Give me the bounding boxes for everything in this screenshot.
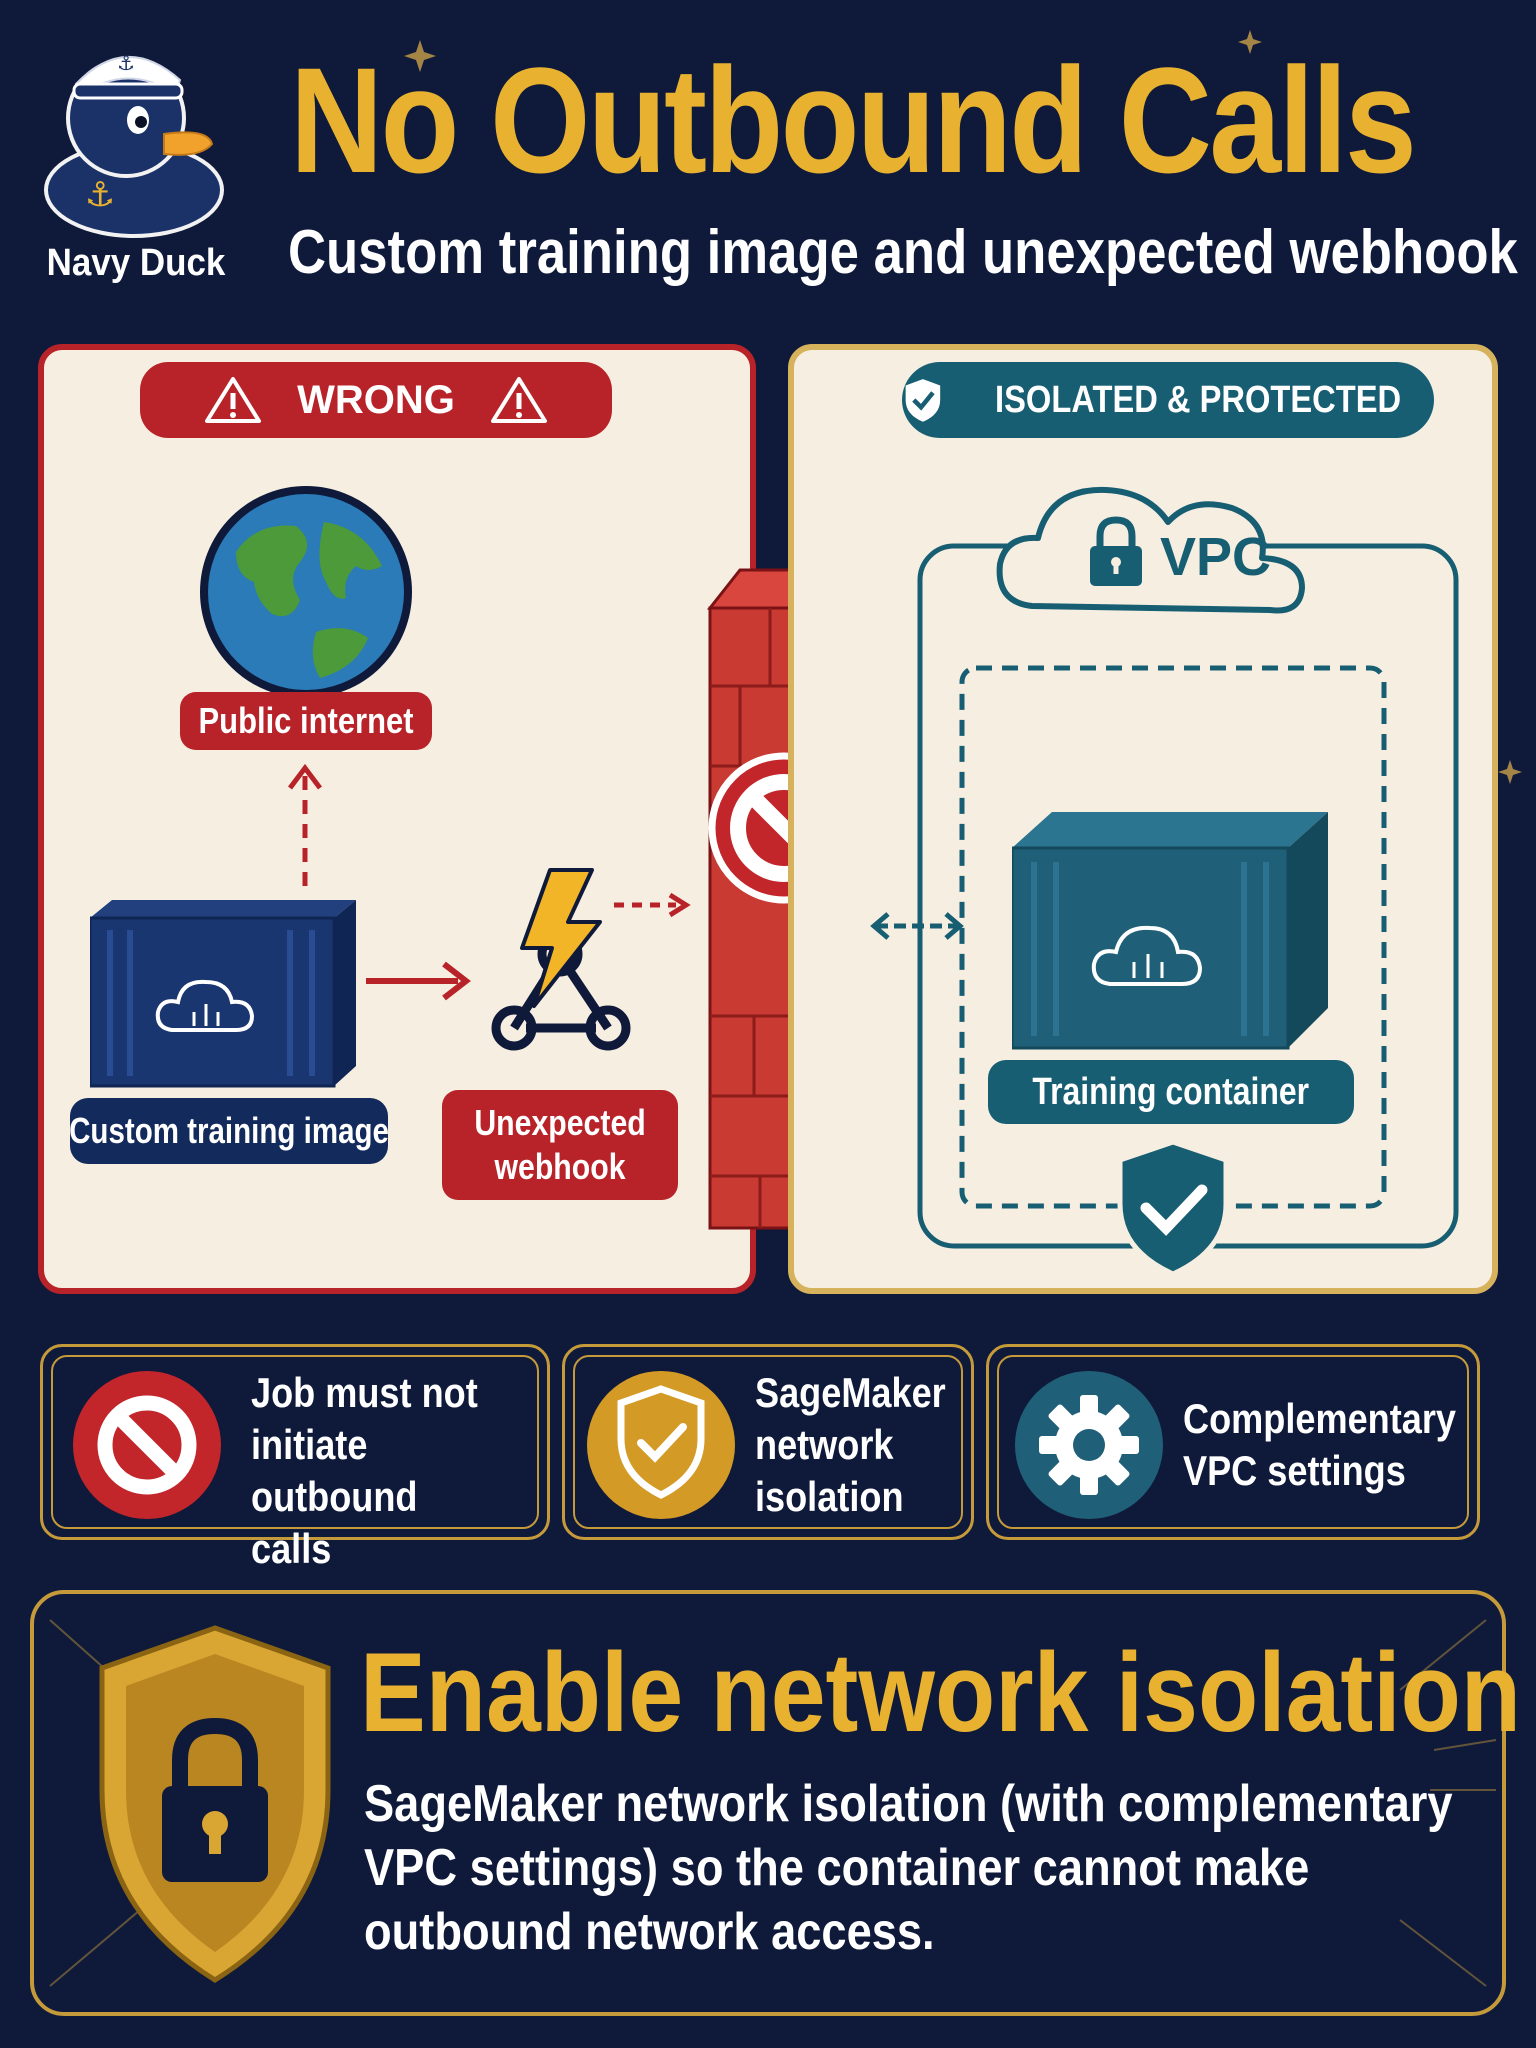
- warning-icon: [490, 377, 547, 423]
- training-container: [1012, 812, 1328, 1050]
- bidirectional-arrow: [870, 912, 964, 940]
- navy-duck-mascot: ⚓ ⚓: [44, 51, 224, 238]
- wrong-banner: WRONG: [140, 362, 612, 438]
- benefit-text: SageMaker network isolation: [755, 1369, 946, 1520]
- benefit-text: Complementary VPC settings: [1183, 1395, 1456, 1494]
- benefit-card-no-outbound: Job must not initiate outbound calls: [40, 1344, 550, 1572]
- warning-icon: [205, 377, 262, 423]
- globe-icon: [200, 486, 412, 698]
- dashed-arrow-to-firewall: [614, 892, 691, 918]
- lock-icon: [1090, 516, 1142, 586]
- svg-text:⚓: ⚓: [85, 175, 115, 215]
- callout-body: SageMaker network isolation (with comple…: [364, 1775, 1453, 1961]
- vpc-boundary: [917, 486, 1459, 1249]
- training-container-label: Training container: [988, 1060, 1354, 1124]
- unexpected-webhook-label: Unexpected webhook: [442, 1090, 678, 1200]
- callout-title: Enable network isolation: [360, 1630, 1522, 1755]
- webhook-icon: [491, 868, 631, 1051]
- shield-check-icon: [587, 1371, 735, 1519]
- wrong-banner-label: WRONG: [297, 377, 455, 422]
- outbound-arrow-up: [288, 763, 322, 886]
- shield-lock-icon: [99, 1625, 331, 1983]
- arrow-to-webhook: [366, 961, 471, 1001]
- gear-icon: [1015, 1371, 1163, 1519]
- protection-shield-icon: [1117, 1139, 1229, 1277]
- benefit-card-vpc-settings: Complementary VPC settings: [986, 1344, 1480, 1540]
- public-internet-label: Public internet: [180, 692, 432, 750]
- vpc-label: VPC: [1160, 527, 1272, 587]
- custom-training-image-label: Custom training image: [69, 1098, 389, 1164]
- custom-training-image-container: [90, 900, 356, 1088]
- page-title: No Outbound Calls: [290, 36, 1417, 204]
- svg-text:⚓: ⚓: [117, 51, 135, 75]
- isolated-banner: ISOLATED & PROTECTED: [902, 362, 1434, 438]
- benefit-card-network-isolation: SageMaker network isolation: [562, 1344, 974, 1540]
- isolated-banner-label: ISOLATED & PROTECTED: [994, 378, 1401, 421]
- benefit-text: Job must not initiate outbound calls: [251, 1369, 478, 1572]
- page-subtitle: Custom training image and unexpected web…: [288, 218, 1518, 287]
- shield-check-icon: [905, 379, 941, 422]
- prohibited-icon: [73, 1371, 221, 1519]
- brand-name: Navy Duck: [46, 242, 226, 284]
